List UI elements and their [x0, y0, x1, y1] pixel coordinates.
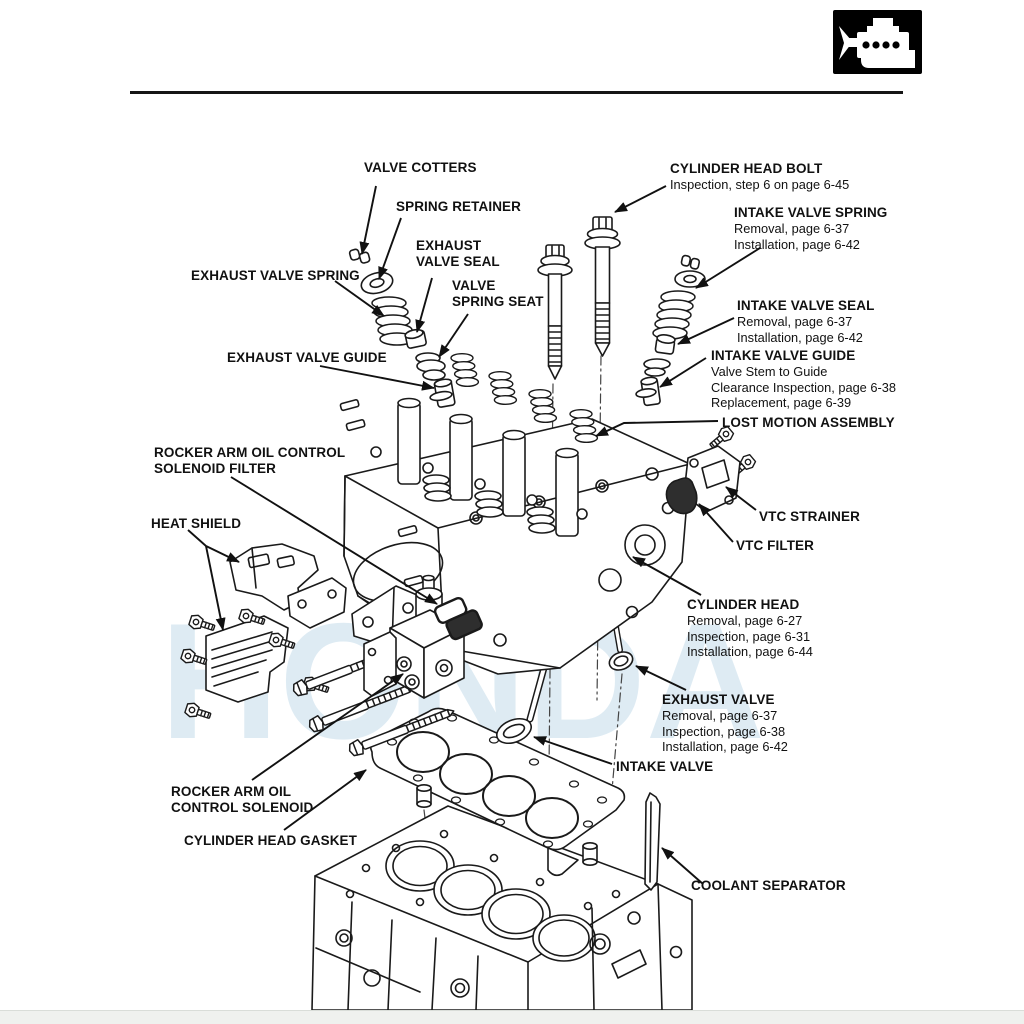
leader-exhaust-valve-guide [319, 365, 435, 391]
leader-cylinder-head-gasket [283, 769, 367, 831]
label-exhaust-valve-seal: EXHAUST VALVE SEAL [416, 238, 500, 270]
cylinder-head-bolt-parts [537, 216, 621, 380]
label-valve-spring-seat: VALVE SPRING SEAT [452, 278, 544, 310]
leader-rocker-arm-oil-control-solenoid [251, 673, 404, 781]
leader-solenoid-filter [230, 476, 438, 605]
engine-block-part [311, 805, 693, 1011]
leader-exhaust-valve-spring [334, 280, 385, 317]
leader-intake-valve [533, 736, 613, 765]
leader-exhaust-valve [635, 665, 687, 691]
engine-icon-glyph [839, 18, 915, 68]
label-cylinder-head-gasket: CYLINDER HEAD GASKET [184, 833, 358, 848]
leader-lost-motion-assembly [595, 420, 719, 437]
bottom-page-edge [0, 1010, 1024, 1024]
leader-valve-spring-seat [438, 313, 469, 358]
label-lost-motion-assembly: LOST MOTION ASSEMBLY [722, 415, 895, 430]
label-rocker-arm-oil-control-solenoid-filter: ROCKER ARM OIL CONTROL SOLENOID FILTER [154, 445, 346, 477]
leader-vtc-filter [698, 503, 734, 543]
label-exhaust-valve-guide: EXHAUST VALVE GUIDE [227, 350, 387, 365]
lost-motion-assembly-parts [450, 352, 599, 444]
leader-arrows [187, 185, 761, 885]
leader-heat-shield-stem [187, 529, 207, 547]
leader-heat-shield-2 [205, 545, 226, 631]
leader-cylinder-head-bolt [614, 185, 667, 213]
leader-intake-valve-spring [695, 247, 761, 289]
rocker-arm-oil-control-solenoid-filter-part [433, 597, 483, 641]
intake-valve-train-parts [635, 254, 706, 407]
label-vtc-filter: VTC FILTER [736, 538, 814, 553]
coolant-separator-part [644, 792, 661, 891]
leader-intake-valve-guide [659, 357, 707, 388]
label-vtc-strainer: VTC STRAINER [759, 509, 860, 524]
exhaust-valve-train-parts [348, 248, 456, 408]
leader-intake-valve-seal [677, 317, 735, 345]
label-intake-valve: INTAKE VALVE [616, 759, 714, 774]
label-valve-cotters: VALVE COTTERS [364, 160, 477, 175]
leader-coolant-separator [661, 847, 704, 885]
cylinder-head-gasket-part [369, 707, 626, 877]
label-rocker-arm-oil-control-solenoid: ROCKER ARM OIL CONTROL SOLENOID [171, 784, 314, 816]
engine-icon [833, 10, 922, 74]
label-heat-shield: HEAT SHIELD [151, 516, 242, 531]
leader-cylinder-head [632, 556, 702, 596]
leader-vtc-strainer [725, 486, 757, 511]
leader-spring-retainer [378, 217, 402, 280]
leader-heat-shield-1 [205, 545, 240, 563]
rocker-arm-oil-control-solenoid-part [363, 574, 465, 699]
leader-exhaust-valve-seal [415, 277, 433, 333]
leader-valve-cotters [359, 185, 377, 255]
top-rule [130, 91, 903, 94]
label-coolant-separator: COOLANT SEPARATOR [691, 878, 846, 893]
label-spring-retainer: SPRING RETAINER [396, 199, 522, 214]
label-exhaust-valve-spring: EXHAUST VALVE SPRING [191, 268, 360, 283]
